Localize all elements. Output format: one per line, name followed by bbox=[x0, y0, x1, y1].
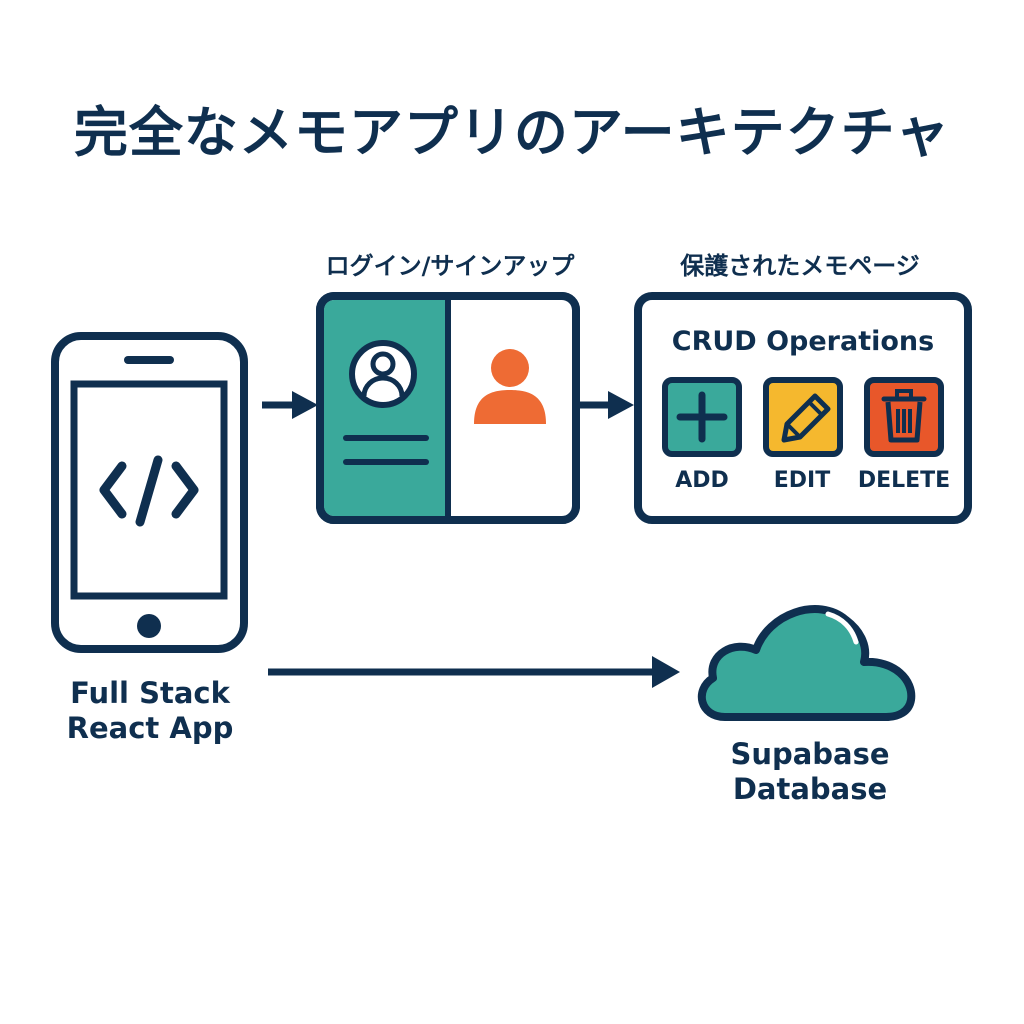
app-caption-line2: React App bbox=[66, 711, 234, 746]
plus-icon bbox=[662, 377, 742, 457]
database-caption-line1: Supabase bbox=[730, 737, 890, 771]
app-caption-line1: Full Stack bbox=[70, 676, 230, 710]
arrow-login-to-memo bbox=[580, 391, 634, 419]
app-caption: Full Stack React App bbox=[40, 676, 260, 747]
edit-label: EDIT bbox=[773, 468, 831, 493]
database-caption: Supabase Database bbox=[690, 737, 930, 808]
trash-icon bbox=[864, 377, 944, 457]
arrow-app-to-database bbox=[268, 656, 680, 688]
delete-label: DELETE bbox=[857, 468, 951, 493]
code-icon bbox=[99, 455, 199, 527]
login-caption: ログイン/サインアップ bbox=[325, 252, 575, 280]
cloud-icon bbox=[697, 605, 916, 721]
user-icon bbox=[474, 349, 546, 424]
pencil-icon bbox=[763, 377, 843, 457]
add-label: ADD bbox=[675, 468, 729, 493]
memo-page-caption: 保護されたメモページ bbox=[680, 252, 920, 280]
arrow-app-to-login bbox=[262, 391, 318, 419]
database-caption-line2: Database bbox=[732, 772, 888, 807]
page-title: 完全なメモアプリのアーキテクチャ bbox=[73, 101, 951, 164]
crud-heading: CRUD Operations bbox=[671, 326, 935, 357]
user-circle-icon bbox=[349, 340, 417, 408]
